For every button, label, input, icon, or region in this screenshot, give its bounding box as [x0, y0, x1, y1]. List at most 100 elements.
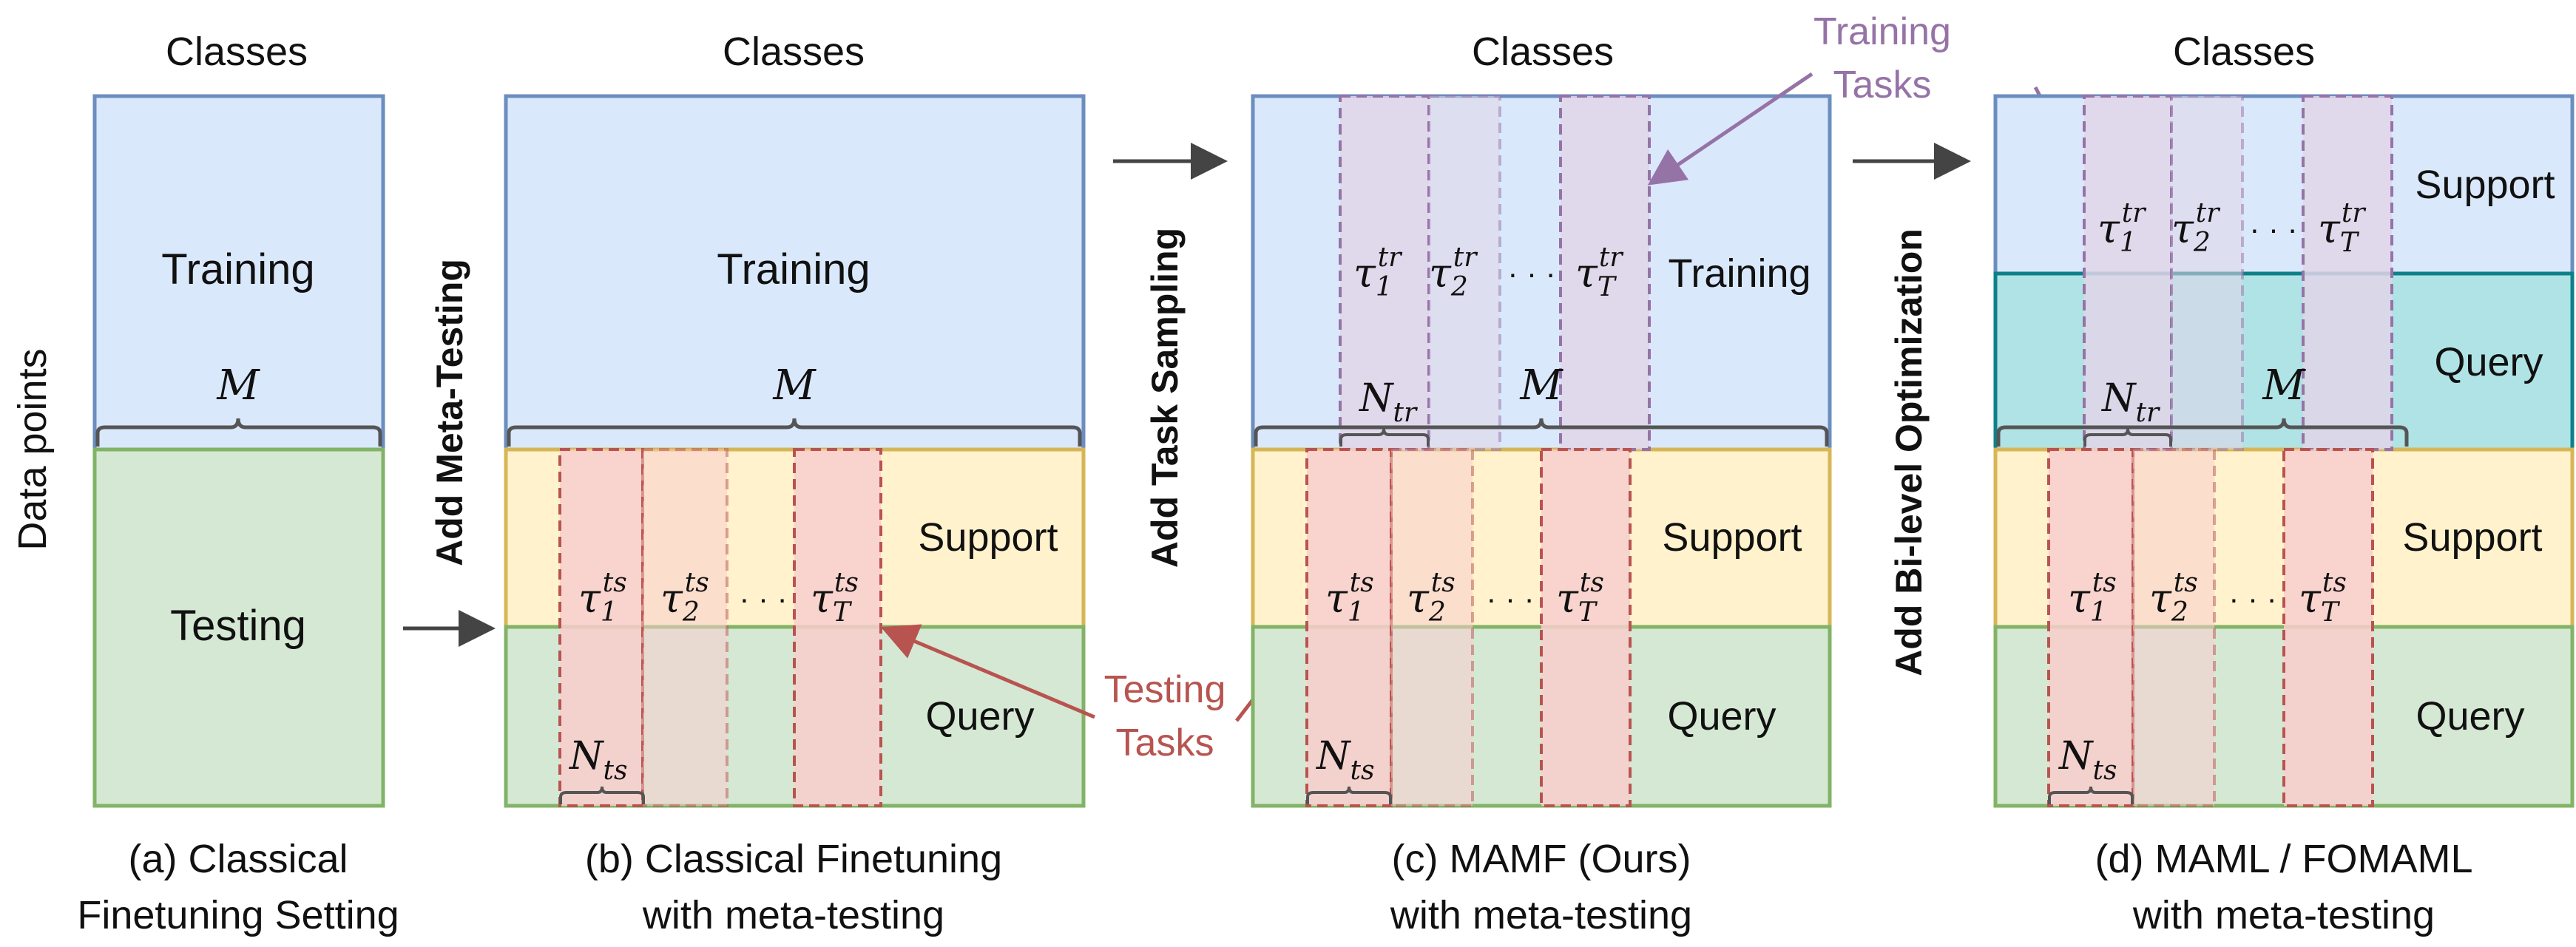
panel-b-task-label-2-sub: 2	[682, 597, 700, 628]
panel-d-train-label-1: τ1tr	[2097, 198, 2146, 258]
panel-d-test-task-2	[2132, 448, 2216, 807]
panel-d-test-task-T	[2282, 448, 2374, 807]
panel-c-train-label-1-sup: tr	[1378, 242, 1402, 273]
panel-c-support-label: Support	[1662, 515, 1802, 560]
panel-c-train-label-T-base: τ	[1575, 250, 1598, 296]
panel-d-test-label-1-sub: 1	[2090, 597, 2107, 628]
panel-c-n-train-label-base: N	[1358, 376, 1394, 421]
panel-c-caption-line1: (c) MAMF (Ours)	[1392, 837, 1691, 881]
panel-d-train-task-T	[2302, 95, 2393, 451]
panel-d-test-label-T-base: τ	[2299, 575, 2322, 622]
panel-d-query-label: Query	[2416, 694, 2524, 739]
panel-b-test-task-1	[558, 448, 644, 807]
transition-c-to-d-label: Add Bi-level Optimization	[1888, 228, 1930, 676]
panel-a-training-label: Training	[161, 245, 314, 293]
panel-b-task-label-T: τTts	[811, 568, 859, 628]
panel-c-train-label-2-base: τ	[1429, 250, 1452, 296]
panel-a-brace	[95, 418, 382, 447]
panel-c-train-task-1	[1339, 95, 1430, 451]
panel-b-test-task-2	[641, 448, 728, 807]
panel-a-testing-region	[92, 447, 385, 808]
panel-d-train-label-T: τTtr	[2318, 198, 2366, 258]
transition-c-to-d: Add Bi-level Optimization	[1853, 143, 1971, 676]
panel-c-caption-line2: with meta-testing	[1390, 893, 1692, 937]
panel-d-n-test-label-base: N	[2058, 734, 2094, 778]
panel-c-train-label-T-sup: tr	[1599, 242, 1623, 273]
panel-c-header: Classes	[1472, 30, 1614, 74]
panel-c-test-label-T-sub: T	[1578, 597, 1598, 628]
transition-b-to-c: Add Task Sampling	[1113, 143, 1228, 568]
panel-d-test-label-2: τ2ts	[2149, 568, 2198, 628]
panel-c-test-label-1-sup: ts	[1350, 568, 1374, 598]
transition-a-to-b: Add Meta-Testing	[403, 259, 496, 647]
panel-a-caption-line2: Finetuning Setting	[77, 893, 399, 937]
panel-b-task-label-T-base: τ	[811, 575, 834, 622]
panel-c-train-task-2	[1427, 95, 1501, 451]
panel-d-train-label-2-sup: tr	[2196, 198, 2220, 228]
panel-b-n-label-sub: ts	[604, 756, 628, 786]
training-tasks-arrow-left	[1647, 72, 1813, 186]
panel-d-caption-line2: with meta-testing	[2132, 893, 2435, 937]
panel-c-test-task-1	[1305, 448, 1393, 807]
panel-d-n-train-label: Ntr	[2100, 376, 2160, 428]
panel-b-brace-label: M	[772, 362, 817, 410]
panel-c-n-test-label-base: N	[1315, 734, 1351, 778]
panel-b-support-label: Support	[918, 515, 1058, 560]
panel-c-n-test-brace	[1306, 786, 1392, 804]
panel-a-caption-line1: (a) Classical	[128, 837, 348, 881]
panel-c-n-train-label-sub: tr	[1393, 398, 1418, 428]
panel-d-support-label: Support	[2402, 515, 2542, 560]
y-axis-label: Data points	[10, 348, 55, 550]
panel-c-brace-label: M	[1519, 362, 1563, 410]
transition-a-to-b-label: Add Meta-Testing	[429, 259, 470, 566]
panel-d-train-ellipsis: · · ·	[2249, 211, 2297, 246]
panel-c-query-label: Query	[1667, 694, 1776, 739]
panel-d-test-label-2-sup: ts	[2174, 568, 2198, 598]
panel-d-train-task-2	[2170, 95, 2244, 451]
panel-c-test-task-2	[1390, 448, 1474, 807]
panel-c-train-label-T: τTtr	[1575, 242, 1623, 302]
panel-c-test-label-1: τ1ts	[1325, 568, 1374, 628]
panel-d-query-top-label: Query	[2434, 340, 2543, 384]
panel-b-task-label-2: τ2ts	[660, 568, 709, 628]
panel-a: Classes Training Testing M (a) Classical…	[77, 30, 399, 937]
panel-c: Classes Training Support Query τ1tr τ2tr…	[1251, 30, 1832, 937]
panel-b-task-label-1: τ1ts	[578, 568, 627, 628]
panel-b-task-label-2-base: τ	[660, 575, 683, 622]
panel-d-header: Classes	[2173, 30, 2315, 74]
panel-b-test-task-T	[793, 448, 882, 807]
panel-d-test-label-2-base: τ	[2149, 575, 2172, 622]
panel-d-test-label-1-sup: ts	[2092, 568, 2117, 598]
panel-d-test-label-T-sub: T	[2321, 597, 2341, 628]
panel-d-train-label-1-sup: tr	[2122, 198, 2146, 228]
panel-c-train-label-1-base: τ	[1353, 250, 1376, 296]
panel-c-test-label-2: τ2ts	[1407, 568, 1456, 628]
panel-b-caption-line2: with meta-testing	[642, 893, 944, 937]
panel-d-test-label-T-sup: ts	[2322, 568, 2347, 598]
panel-d-train-label-2-base: τ	[2171, 206, 2194, 252]
panel-c-train-label-2-sub: 2	[1450, 272, 1468, 302]
panel-a-training-region	[92, 94, 385, 452]
panel-d-n-train-brace	[2083, 428, 2172, 447]
panel-c-n-test-label-sub: ts	[1350, 756, 1375, 786]
panel-c-n-test-label: Nts	[1315, 734, 1374, 786]
panel-d-support-top-label: Support	[2415, 163, 2555, 207]
testing-tasks-arrow-left	[880, 624, 1095, 719]
panel-d-test-ellipsis: · · ·	[2228, 581, 2276, 616]
panel-c-train-label-T-sub: T	[1598, 272, 1617, 302]
panel-b-n-label-base: N	[568, 734, 604, 778]
panel-b: Classes Training M Support Query τ1ts τ2…	[504, 30, 1086, 937]
panel-a-testing-label: Testing	[170, 602, 306, 650]
panel-b-training-label: Training	[717, 245, 870, 293]
panel-d-test-label-1: τ1ts	[2068, 568, 2117, 628]
testing-tasks-label-line1: Testing	[1104, 668, 1226, 711]
panel-d-n-test-label: Nts	[2058, 734, 2117, 786]
panel-c-training-label: Training	[1668, 251, 1811, 296]
panel-c-n-train-brace	[1339, 428, 1430, 447]
panel-b-training-region	[504, 94, 1086, 452]
panel-b-brace	[507, 418, 1082, 447]
panel-d-train-label-1-base: τ	[2097, 206, 2120, 252]
panel-c-train-ellipsis: · · ·	[1507, 256, 1555, 291]
panel-d-test-label-1-base: τ	[2068, 575, 2091, 622]
panel-d-test-label-T: τTts	[2299, 568, 2347, 628]
